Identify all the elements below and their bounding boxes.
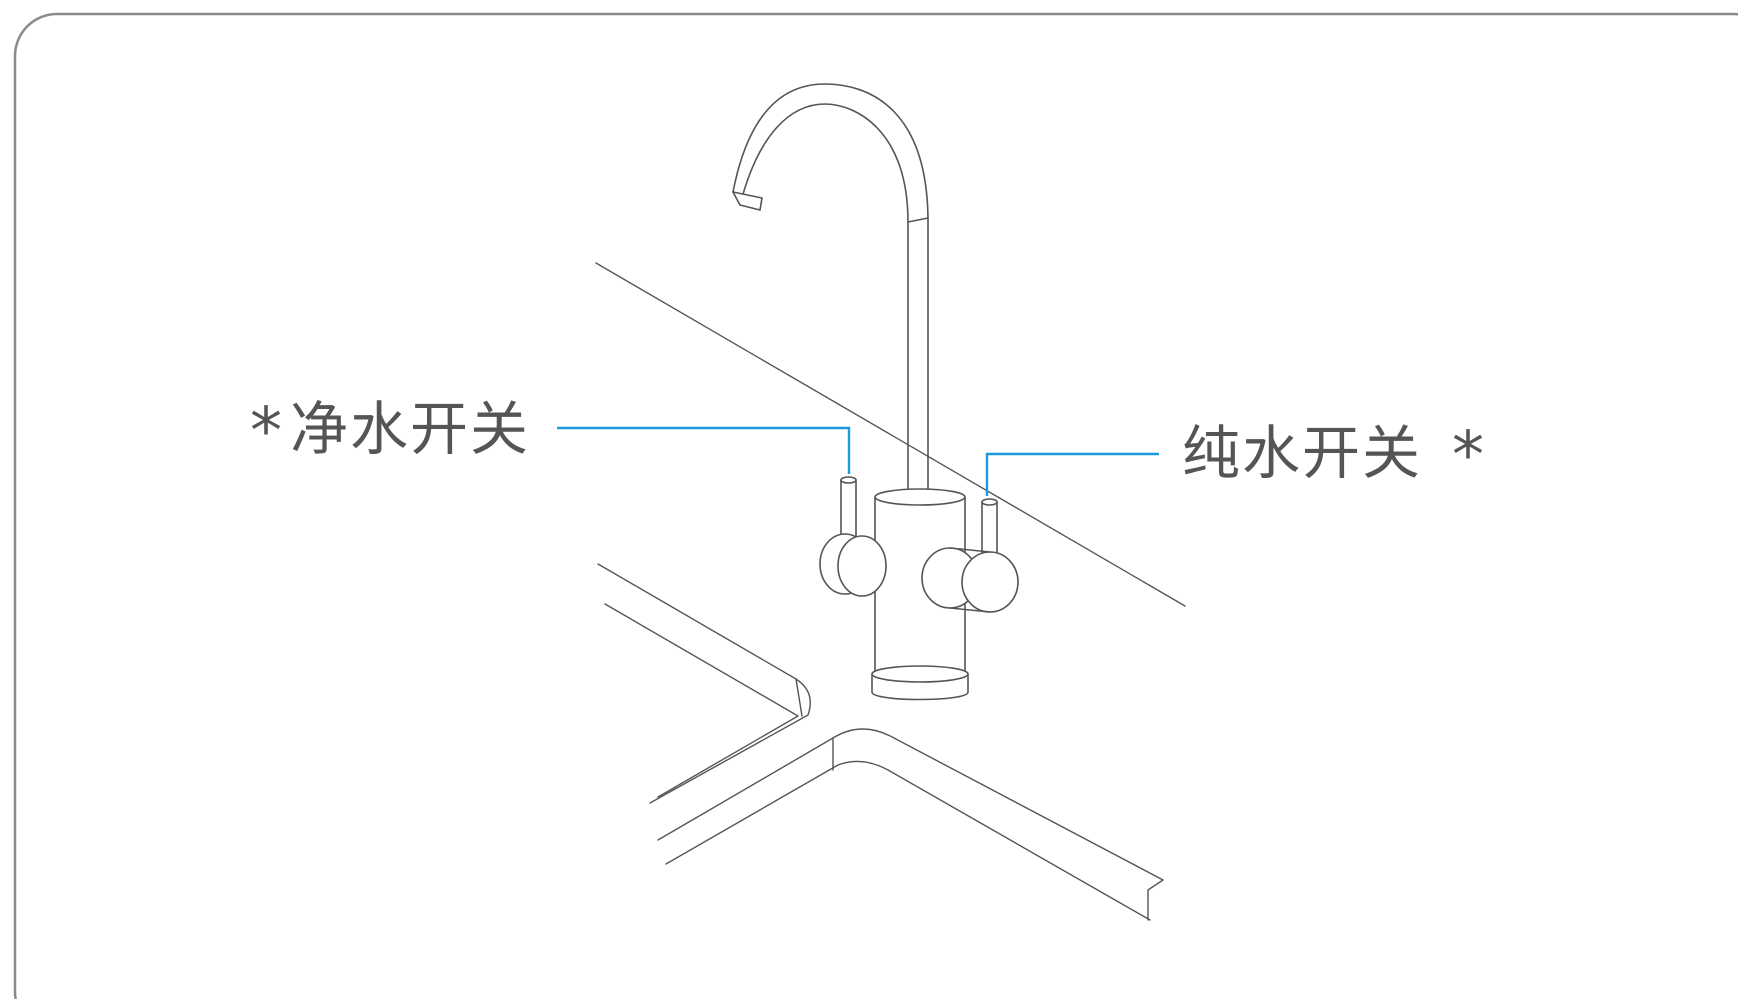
right-handle-knob-front [961, 551, 1019, 613]
right-handle-knob-bottom-edge [949, 607, 991, 613]
faucet-spout-inner [732, 83, 929, 493]
faucet-spout-outer [739, 103, 909, 493]
faucet [732, 83, 1019, 701]
sink-left-outer-rim [597, 563, 811, 804]
purified-water-switch-marker: * [250, 395, 284, 469]
purified-water-switch-text: 净水开关 [290, 395, 531, 463]
frame-border [13, 12, 1738, 999]
right-handle-knob-top-edge [949, 547, 991, 553]
leader-lines [557, 426, 1159, 496]
purified-water-switch-label: *净水开关 [250, 400, 530, 464]
countertop-back-edge [595, 262, 1186, 607]
sink-front-inner-rim [665, 760, 1151, 921]
pure-water-switch-text: 纯水开关 [1182, 419, 1423, 487]
left-handle-stem-top [840, 476, 857, 484]
left-handle-stem [840, 479, 857, 541]
sink-left-bevel [795, 678, 803, 717]
countertop-lines [595, 262, 1186, 607]
faucet-spout-joint [907, 217, 929, 223]
sink-left-inner-rim [604, 603, 799, 798]
faucet-base-top [871, 665, 969, 683]
leader-line-pure-switch [985, 452, 1159, 496]
left-handle-knob-front [837, 535, 887, 597]
sink-right-corner [1147, 879, 1164, 921]
right-handle-stem-top [981, 498, 998, 506]
pure-water-switch-marker: * [1452, 419, 1487, 493]
faucet-spout-tip [732, 191, 763, 211]
pure-water-switch-label: 纯水开关* [1182, 424, 1486, 488]
faucet-body-top [874, 488, 966, 506]
sink-basin [597, 563, 1164, 921]
leader-line-purified-switch [557, 426, 851, 474]
sink-front-outer-rim [657, 728, 1164, 881]
